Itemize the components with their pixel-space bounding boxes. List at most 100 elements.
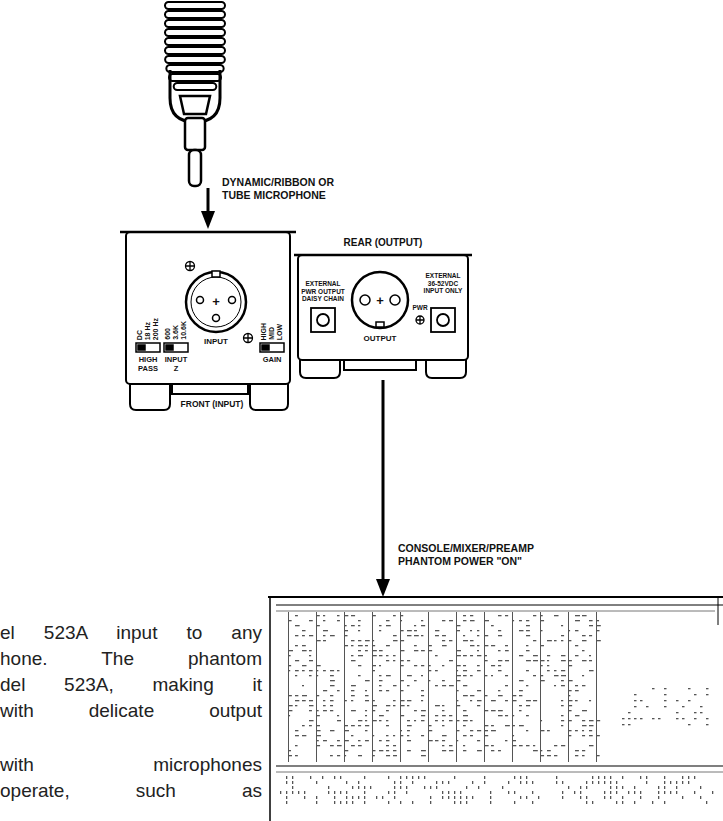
console-control-mark [547, 655, 550, 656]
console-control-mark [477, 630, 479, 631]
console-control-mark [379, 750, 383, 751]
console-control-mark [379, 680, 382, 681]
console-control-mark [634, 786, 635, 789]
console-control-mark [448, 781, 449, 784]
console-control-mark [604, 776, 605, 779]
console-control-mark [694, 791, 695, 794]
console-control-mark [412, 801, 413, 804]
console-control-mark [491, 700, 496, 701]
console-control-mark [652, 718, 655, 719]
console-control-mark [575, 630, 578, 631]
console-control-mark [442, 645, 447, 646]
console-control-mark [580, 796, 581, 799]
mixing-console [269, 597, 271, 821]
panel-label: 3.6K [172, 325, 180, 340]
console-control-mark [386, 735, 389, 736]
console-control-mark [712, 791, 713, 794]
dc-jack [311, 308, 335, 332]
console-control-mark [286, 776, 287, 779]
console-control-mark [460, 791, 461, 794]
console-control-mark [706, 688, 709, 689]
console-control-mark [498, 650, 501, 651]
console-control-mark [582, 640, 587, 641]
console-control-mark [526, 715, 529, 716]
console-control-mark [682, 781, 683, 784]
console-control-mark [379, 715, 384, 716]
console-control-mark [498, 710, 503, 711]
console-control-mark [407, 720, 410, 721]
console-control-mark [575, 755, 578, 756]
console-control-mark [598, 781, 599, 784]
console-control-mark [351, 725, 355, 726]
console-control-mark [421, 625, 425, 626]
console-control-mark [302, 700, 306, 701]
mixing-console [276, 772, 723, 773]
console-control-mark [589, 635, 592, 636]
console-control-mark [604, 781, 605, 784]
output-xlr-connector [390, 295, 400, 305]
console-control-mark [533, 750, 538, 751]
console-control-mark [351, 710, 356, 711]
console-control-mark [394, 791, 395, 794]
console-control-mark [393, 685, 397, 686]
console-control-mark [498, 750, 501, 751]
console-control-mark [309, 670, 313, 671]
console-control-mark [435, 630, 439, 631]
console-control-mark [580, 791, 581, 794]
console-control-mark [337, 615, 340, 616]
console-control-mark [358, 620, 361, 621]
console-control-mark [554, 615, 559, 616]
panel-label: REAR (OUTPUT) [328, 237, 438, 249]
console-control-mark [688, 776, 689, 779]
console-control-mark [330, 705, 333, 706]
microphone-body [180, 96, 210, 114]
panel-label: OUTPUT [358, 334, 402, 344]
console-control-mark [688, 781, 689, 784]
console-control-mark [554, 685, 556, 686]
console-control-mark [505, 645, 508, 646]
console-control-mark [586, 781, 587, 784]
console-control-mark [412, 776, 413, 779]
panel-label: + [210, 295, 222, 308]
rear-housing [294, 255, 472, 378]
console-control-mark [538, 796, 539, 799]
console-control-mark [449, 640, 452, 641]
console-control-mark [304, 791, 305, 794]
console-control-mark [295, 695, 298, 696]
console-control-mark [562, 796, 563, 799]
console-control-mark [456, 612, 457, 762]
console-control-mark [561, 635, 564, 636]
console-control-mark [316, 801, 317, 804]
console-control-mark [463, 725, 466, 726]
console-control-mark [519, 725, 524, 726]
console-control-mark [470, 630, 472, 631]
console-control-mark [421, 665, 424, 666]
console-control-mark [323, 615, 325, 616]
console-control-mark [589, 625, 593, 626]
console-control-mark [634, 694, 637, 695]
grille-band [174, 83, 217, 90]
console-control-mark [365, 645, 368, 646]
console-control-mark [519, 690, 523, 691]
console-control-mark [575, 700, 578, 701]
console-control-mark [351, 645, 353, 646]
console-control-mark [477, 645, 479, 646]
console-control-mark [514, 801, 515, 804]
console-control-mark [582, 660, 587, 661]
console-control-mark [646, 776, 647, 779]
console-control-mark [676, 791, 677, 794]
console-control-mark [449, 715, 452, 716]
console-control-mark [414, 665, 417, 666]
console-control-mark [505, 740, 507, 741]
console-control-mark [706, 694, 709, 695]
console-control-mark [316, 781, 317, 784]
console-control-mark [512, 612, 513, 762]
console-control-mark [472, 796, 473, 799]
console-control-mark [407, 685, 410, 686]
input-xlr-connector [229, 297, 236, 304]
console-control-mark [323, 670, 326, 671]
console-control-mark [442, 750, 446, 751]
console-control-mark [470, 720, 473, 721]
output-xlr-connector [352, 272, 408, 328]
console-control-mark [388, 776, 389, 779]
